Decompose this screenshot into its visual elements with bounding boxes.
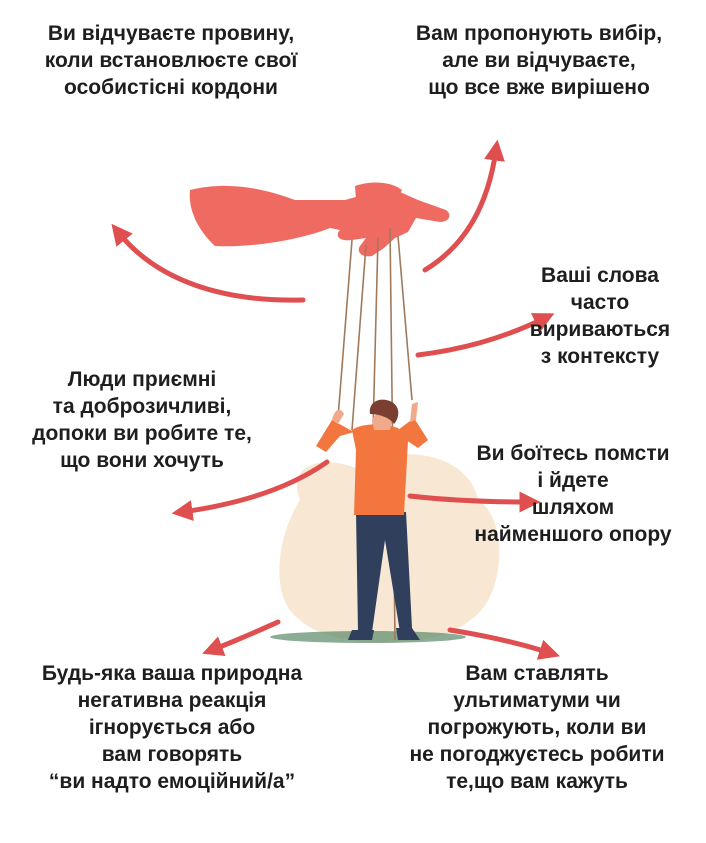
- caption-line: негативна реакція: [77, 689, 267, 712]
- caption-people-nice: Люди приємні та доброзичливі, допоки ви …: [0, 366, 284, 474]
- caption-line: шляхом: [531, 496, 615, 519]
- caption-line: коли встановлюєте свої: [44, 49, 298, 72]
- arrow-mid-right-2: [407, 491, 541, 513]
- caption-line: часто: [570, 291, 630, 314]
- puppet-figure: [316, 399, 428, 640]
- arrow-top-right: [422, 139, 505, 273]
- caption-line: з контексту: [540, 345, 660, 368]
- caption-choice-decided: Вам пропонують вибір, але ви відчуваєте,…: [374, 20, 704, 101]
- caption-line: особистісні кордони: [64, 76, 278, 99]
- caption-line: ігнорується або: [88, 716, 256, 739]
- arrow-bottom-left: [202, 619, 281, 657]
- caption-line: вам говорять: [101, 743, 243, 766]
- caption-line: вириваються: [529, 318, 671, 341]
- caption-line: Вам пропонують вибір,: [415, 22, 663, 45]
- arrow-top-left: [111, 223, 306, 303]
- caption-ultimatums: Вам ставлять ультиматуми чи погрожують, …: [372, 660, 702, 795]
- caption-words-out-of-context: Ваші слова часто вириваються з контексту: [500, 262, 700, 370]
- caption-line: “ви надто емоційний/а”: [48, 770, 296, 793]
- caption-line: що все вже вирішено: [428, 76, 650, 99]
- caption-line: але ви відчуваєте,: [442, 49, 636, 72]
- arrow-mid-right-1: [415, 313, 555, 358]
- arrow-bottom-right: [447, 627, 560, 660]
- caption-line: Ви боїтесь помсти: [476, 442, 670, 465]
- caption-line: що вони хочуть: [60, 449, 224, 472]
- caption-line: Вам ставлять: [465, 662, 609, 685]
- caption-line: і йдете: [537, 469, 609, 492]
- caption-line: допоки ви робите те,: [32, 422, 252, 445]
- caption-line: Люди приємні: [67, 368, 217, 391]
- caption-line: та доброзичливі,: [52, 395, 232, 418]
- caption-line: Будь-яка ваша природна: [41, 662, 303, 685]
- puppeteer-hand: [189, 182, 450, 257]
- caption-line: ультиматуми чи: [453, 689, 621, 712]
- caption-line: не погоджуєтесь робити: [409, 743, 665, 766]
- caption-line: те,що вам кажуть: [446, 770, 628, 793]
- caption-line: Ви відчуваєте провину,: [47, 22, 295, 45]
- caption-reaction-ignored: Будь-яка ваша природна негативна реакція…: [0, 660, 344, 795]
- arrow-mid-left: [171, 459, 330, 521]
- caption-line: Ваші слова: [541, 264, 659, 287]
- caption-line: погрожують, коли ви: [427, 716, 647, 739]
- caption-guilt-boundaries: Ви відчуваєте провину, коли встановлюєте…: [6, 20, 336, 101]
- caption-fear-revenge: Ви боїтесь помсти і йдете шляхом найменш…: [444, 440, 702, 548]
- caption-line: найменшого опору: [474, 523, 672, 546]
